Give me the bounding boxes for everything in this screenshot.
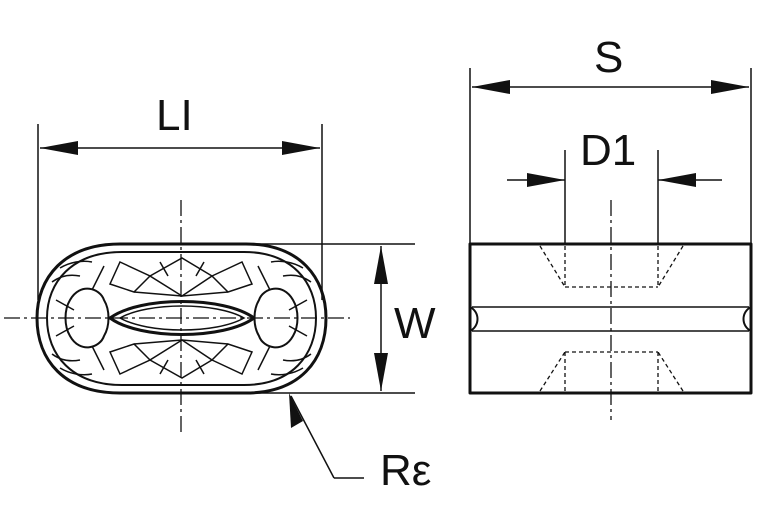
hidden-hole <box>539 245 684 392</box>
insert-side-view <box>468 200 753 420</box>
width-label: W <box>394 299 436 348</box>
length-label: LI <box>156 91 193 140</box>
chip-breaker-left <box>64 287 110 349</box>
upper-facets <box>91 257 271 297</box>
hole-diameter-label: D1 <box>580 126 636 175</box>
length-dimension: LI <box>37 91 323 300</box>
width-dimension: W <box>246 243 436 394</box>
corner-radius-leader: Rε <box>289 393 431 495</box>
thickness-label: S <box>594 33 623 82</box>
chip-breaker-right <box>253 287 299 349</box>
thickness-dimension: S <box>469 33 752 244</box>
corner-radius-label: Rε <box>380 446 431 495</box>
central-hole-inner <box>118 305 246 331</box>
hole-diameter-dimension: D1 <box>507 126 722 244</box>
insert-inner-outline <box>45 251 318 386</box>
lower-facets <box>91 339 271 379</box>
insert-top-view <box>4 200 350 436</box>
corner-details <box>51 260 312 376</box>
